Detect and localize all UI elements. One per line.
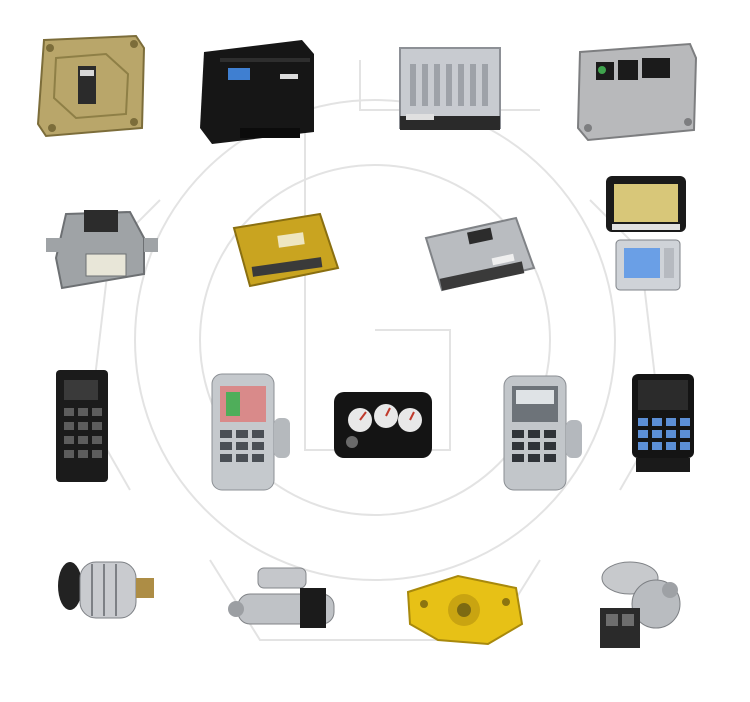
finned-controller-board[interactable] — [396, 178, 546, 328]
black-keypad-panel[interactable] — [20, 356, 170, 506]
engine-control-module[interactable] — [566, 18, 716, 168]
blue-key-monitor[interactable] — [610, 362, 750, 512]
touch-screen-monitor[interactable] — [568, 164, 718, 314]
alternator[interactable] — [54, 528, 204, 678]
ecu-aluminium-finned-controller[interactable] — [376, 18, 526, 168]
starter-motor[interactable] — [222, 548, 372, 698]
turbocharger[interactable] — [586, 536, 736, 686]
water-pump[interactable] — [400, 552, 550, 702]
ecu-black-controller[interactable] — [190, 18, 340, 168]
ecu-brass-controller[interactable] — [16, 18, 166, 168]
yellow-pcb-controller[interactable] — [208, 178, 358, 328]
grey-monitor-panel[interactable] — [480, 364, 630, 514]
throttle-controller[interactable] — [26, 178, 176, 328]
grey-lcd-monitor[interactable] — [186, 362, 336, 512]
gauge-cluster[interactable] — [314, 362, 464, 512]
